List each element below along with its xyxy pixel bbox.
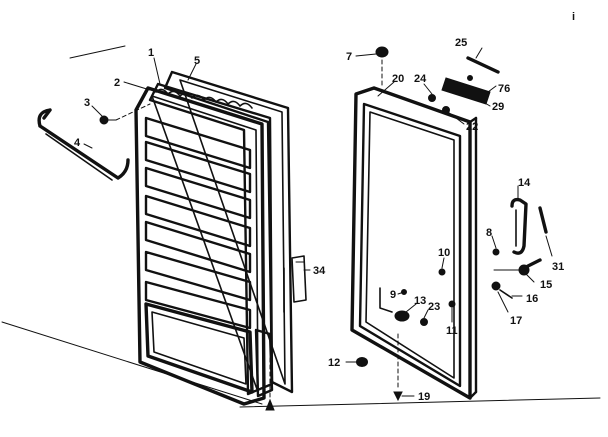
callout-14: 14 — [518, 177, 531, 189]
callout-9: 9 — [390, 289, 396, 301]
callout-16: 16 — [526, 293, 538, 305]
callout-31: 31 — [552, 261, 564, 273]
callout-17: 17 — [510, 315, 522, 327]
callout-19: 19 — [418, 391, 430, 403]
leader-lines — [83, 47, 553, 397]
callout-15: 15 — [540, 279, 552, 291]
callout-7: 7 — [346, 51, 352, 63]
callout-20: 20 — [392, 73, 404, 85]
callout-4: 4 — [74, 137, 81, 149]
strip-part-34 — [283, 255, 307, 313]
callout-10: 10 — [438, 247, 450, 259]
callout-3: 3 — [84, 97, 90, 109]
callout-13: 13 — [414, 295, 426, 307]
callout-8: 8 — [486, 227, 492, 239]
corner-mark: i — [572, 11, 575, 23]
callout-25: 25 — [455, 37, 467, 49]
callout-29: 29 — [492, 101, 504, 113]
pivot-part-12 — [356, 357, 368, 367]
perspective-lines — [1, 45, 601, 408]
callout-24: 24 — [414, 73, 427, 85]
screw-part-3 — [99, 115, 117, 125]
handle-part-14 — [510, 197, 528, 255]
callout-12: 12 — [328, 357, 340, 369]
lower-hinge-hardware — [379, 287, 428, 326]
callout-34: 34 — [313, 265, 326, 277]
door-liner-assembly — [134, 70, 294, 406]
callout-2: 2 — [114, 77, 120, 89]
fasteners-right — [438, 248, 542, 308]
pivot-part-19 — [393, 333, 403, 402]
callout-22: 22 — [466, 121, 478, 133]
callout-labels: 1 2 3 4 5 34 7 25 20 24 76 29 22 14 8 10… — [74, 11, 575, 403]
callout-23: 23 — [428, 301, 440, 313]
outer-door-panel — [350, 86, 478, 400]
top-hardware — [428, 56, 500, 114]
handle-part-4 — [37, 108, 130, 181]
spring-part-31 — [538, 206, 548, 234]
callout-1: 1 — [148, 47, 154, 59]
pivot-part-7 — [375, 46, 389, 89]
callout-5: 5 — [194, 55, 200, 67]
callout-11: 11 — [446, 325, 458, 337]
callout-76: 76 — [498, 83, 510, 95]
